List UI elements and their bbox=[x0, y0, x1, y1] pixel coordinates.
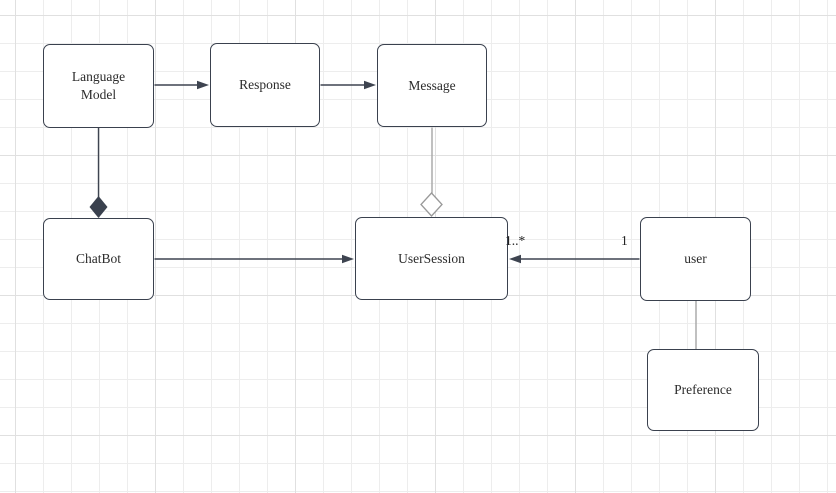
filled-diamond-icon bbox=[89, 196, 108, 218]
arrowhead-icon bbox=[364, 80, 376, 90]
node-label: Response bbox=[239, 77, 291, 93]
node-label: ChatBot bbox=[75, 251, 121, 267]
edge-chatbot-user-session[interactable] bbox=[154, 254, 355, 264]
edge-language-model-chatbot[interactable] bbox=[89, 128, 108, 218]
hollow-diamond-icon bbox=[420, 192, 443, 217]
node-user-session[interactable]: UserSession bbox=[355, 217, 508, 300]
node-preference[interactable]: Preference bbox=[647, 349, 759, 431]
node-message[interactable]: Message bbox=[377, 44, 487, 127]
node-label: Message bbox=[408, 77, 456, 93]
edge-user-user-session[interactable] bbox=[509, 254, 640, 264]
node-user[interactable]: user bbox=[640, 217, 751, 301]
node-label: user bbox=[684, 251, 707, 267]
node-chatbot[interactable]: ChatBot bbox=[43, 218, 154, 300]
arrowhead-icon bbox=[342, 254, 354, 264]
edge-language-model-response[interactable] bbox=[154, 80, 210, 90]
arrowhead-icon bbox=[509, 254, 521, 264]
edge-response-message[interactable] bbox=[320, 80, 377, 90]
node-label: Preference bbox=[674, 382, 732, 398]
edge-message-user-session[interactable] bbox=[420, 127, 443, 217]
multiplicity-label-usersession-end: 1..* bbox=[505, 233, 526, 248]
multiplicity-label-user-end: 1 bbox=[621, 233, 628, 248]
node-label: UserSession bbox=[398, 250, 465, 266]
arrowhead-icon bbox=[197, 80, 209, 90]
node-label: Language Model bbox=[71, 69, 126, 102]
node-language-model[interactable]: Language Model bbox=[43, 44, 154, 128]
node-response[interactable]: Response bbox=[210, 43, 320, 127]
